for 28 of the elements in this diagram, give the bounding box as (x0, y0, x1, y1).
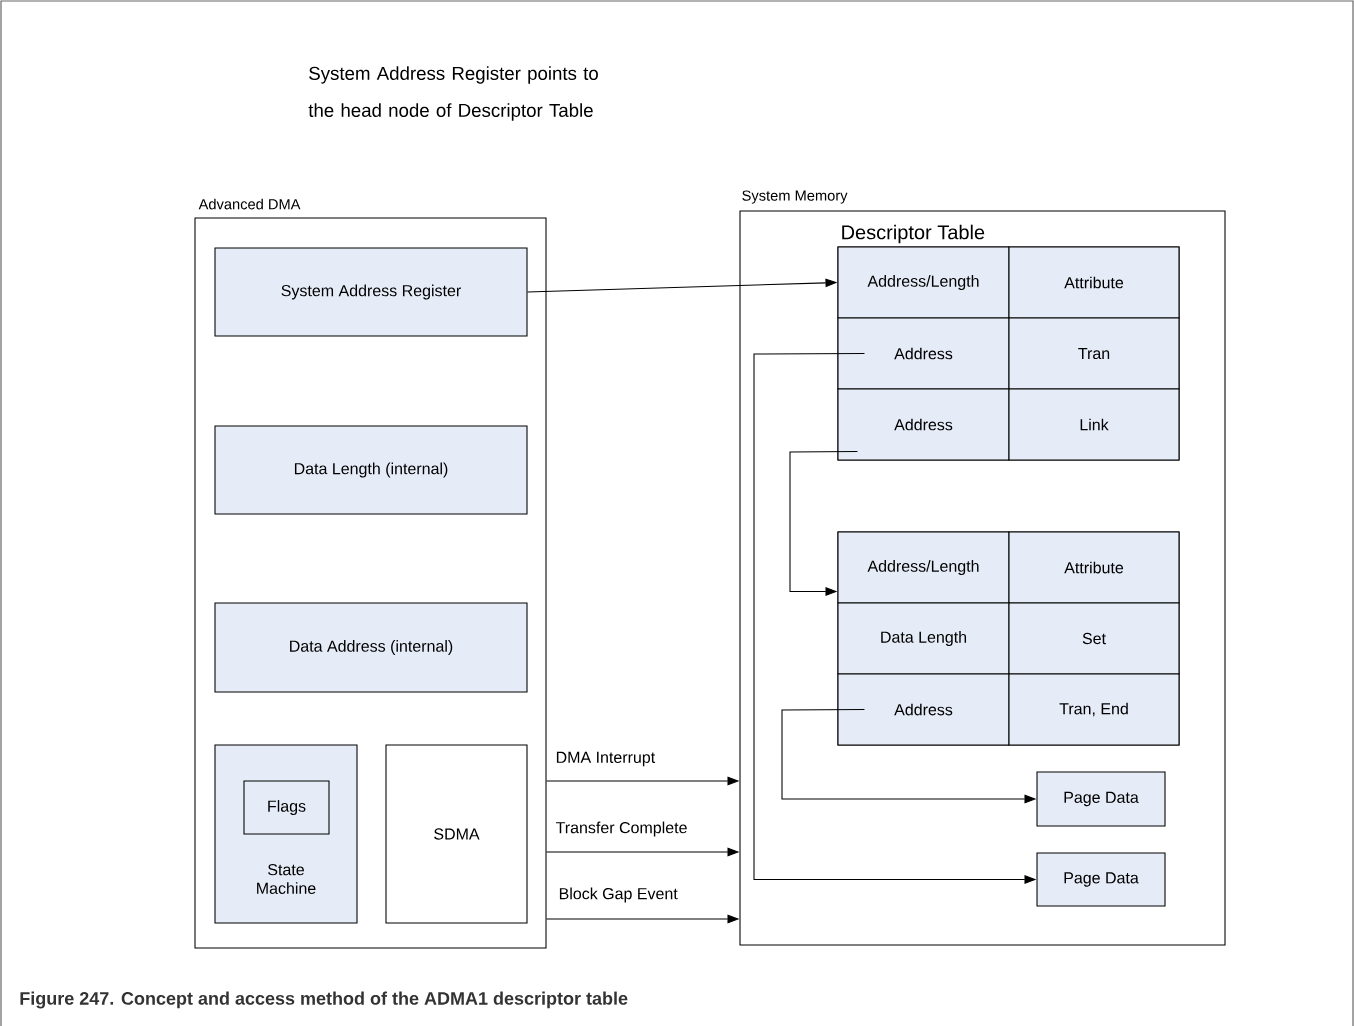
table-cell: Tran (1008, 317, 1180, 390)
arrow (789, 450, 858, 596)
sdma-box: SDMA (385, 744, 528, 924)
flags-box: Flags (243, 780, 330, 835)
figure-caption: Figure 247. Concept and access method of the ADMA1 descriptor table (20, 991, 628, 1009)
edge-label: Transfer Complete (555, 821, 687, 837)
table-cell: Attribute (1008, 531, 1180, 604)
node-label: Advanced DMA (198, 198, 301, 210)
table-cell: Address/Length (837, 246, 1010, 319)
table-cell: Tran, End (1008, 673, 1180, 746)
table-cell: Link (1008, 388, 1180, 461)
page-box: Page Data (1036, 852, 1166, 907)
table-cell: Address (837, 673, 1010, 746)
register-box: Data Length (internal) (214, 425, 528, 515)
edge-label: Block Gap Event (559, 887, 678, 903)
note-text: System Address Register points to the head node of Descriptor Table (308, 66, 598, 121)
node-label: System Memory (742, 190, 848, 204)
node-label: Descriptor Table (842, 224, 985, 244)
page-box: Page Data (1036, 771, 1166, 827)
table-cell: Address/Length (837, 531, 1010, 604)
table-cell: Data Length (837, 602, 1010, 675)
register-box: System Address Register (214, 247, 528, 337)
table-cell: Attribute (1008, 246, 1180, 319)
table-cell: Address (837, 388, 1010, 461)
table-cell: Set (1008, 602, 1180, 675)
edge-label: DMA Interrupt (556, 751, 656, 767)
register-box: Data Address (internal) (214, 602, 528, 693)
table-cell: Address (837, 317, 1010, 390)
